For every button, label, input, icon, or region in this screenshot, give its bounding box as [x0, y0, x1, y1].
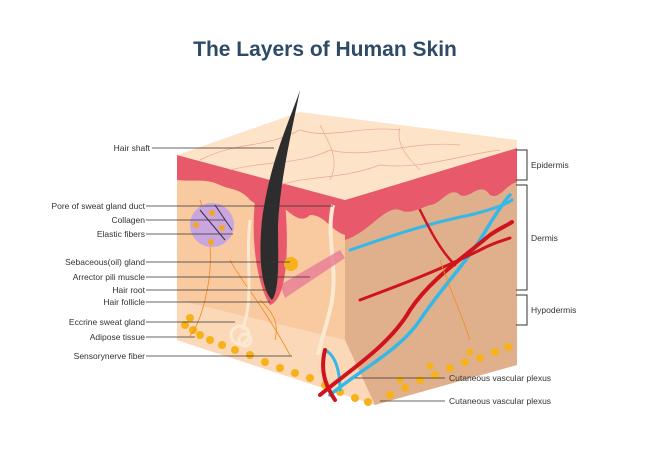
label-adipose-tissue: Adipose tissue [89, 332, 145, 342]
label-sensory-nerve-fiber: Sensorynerve fiber [73, 351, 145, 361]
sweat-duct [316, 204, 336, 356]
hair-shaft-illustration [260, 90, 300, 300]
label-cutaneous-vascular-plexus-1: Cutaneous vascular plexus [449, 373, 552, 383]
label-hair-follicle: Hair follicle [103, 297, 145, 307]
label-pore-of-sweat-gland-duct: Pore of sweat gland duct [51, 201, 145, 211]
label-collagen: Collagen [111, 215, 145, 225]
label-cutaneous-vascular-plexus-2: Cutaneous vascular plexus [449, 396, 552, 406]
label-eccrine-sweat-gland: Eccrine sweat gland [68, 317, 145, 327]
label-arrector-pili-muscle: Arrector pili muscle [72, 272, 145, 282]
dermis-bracket [516, 184, 528, 291]
epidermis-bracket [516, 149, 528, 181]
adipose-fat-cells [181, 314, 512, 406]
label-epidermis: Epidermis [531, 160, 569, 170]
label-hair-shaft: Hair shaft [113, 143, 150, 153]
hypodermis-bracket [516, 294, 528, 326]
epidermis-side [345, 148, 517, 240]
arrector-pili-muscle [280, 250, 345, 298]
label-sebaceous-gland: Sebaceous(oil) gland [65, 257, 145, 267]
label-elastic-fibers: Elastic fibers [96, 229, 145, 239]
epidermis-front [177, 155, 345, 235]
sebaceous-gland [284, 257, 298, 271]
skin-surface [177, 112, 517, 200]
diagram-title: The Layers of Human Skin [193, 38, 457, 61]
label-hair-root: Hair root [112, 285, 145, 295]
label-dermis: Dermis [531, 233, 558, 243]
label-hypodermis: Hypodermis [531, 305, 577, 315]
